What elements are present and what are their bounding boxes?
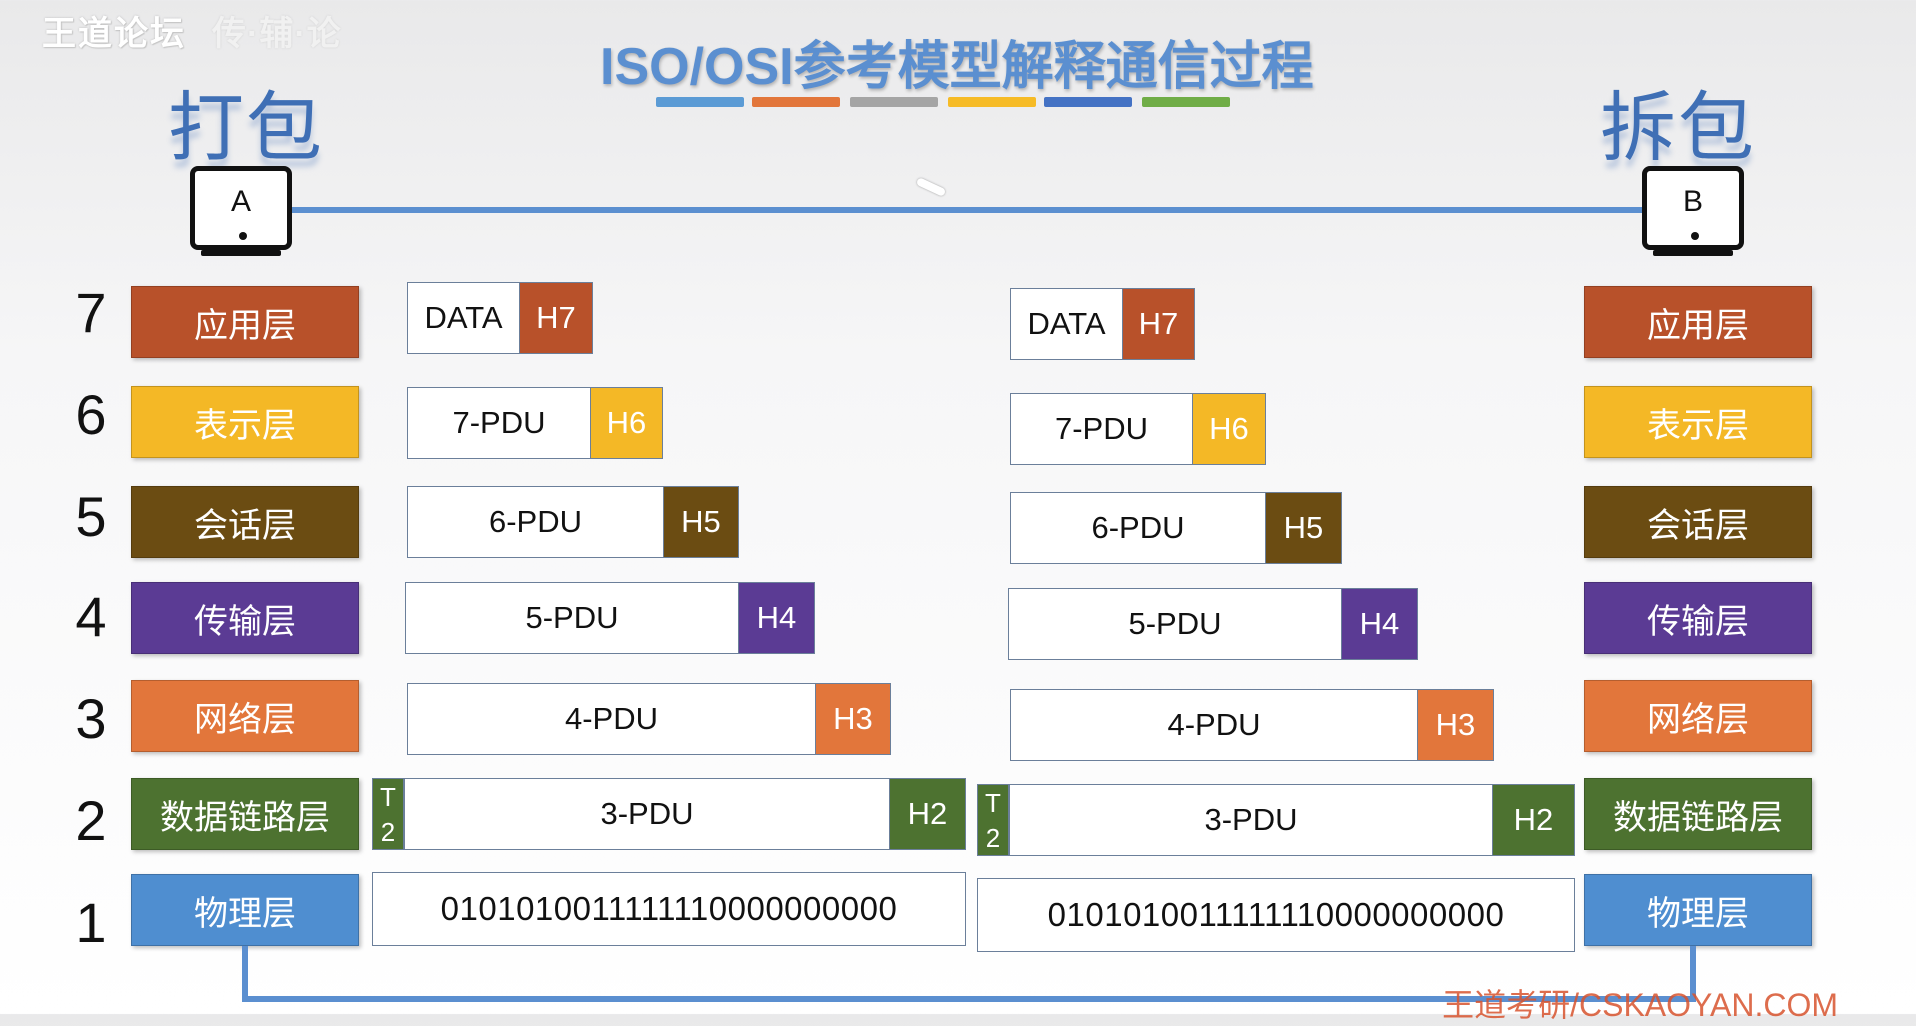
left-header-3: H3 <box>816 683 891 755</box>
title-bar-2 <box>752 97 840 107</box>
left-trailer-number: 2 <box>380 816 396 847</box>
title-bar-6 <box>1142 97 1230 107</box>
right-layer-network: 网络层 <box>1584 680 1812 752</box>
title-bar-5 <box>1044 97 1132 107</box>
right-layer-datalink: 数据链路层 <box>1584 778 1812 850</box>
left-layer-transport: 传输层 <box>131 582 359 654</box>
title-bar-1 <box>656 97 744 107</box>
host-a-stand <box>201 250 281 256</box>
left-pdu-6: 7-PDU <box>407 387 591 459</box>
watermark-logo-secondary: 传·辅·论 <box>212 15 342 53</box>
physical-link-right-drop <box>1690 946 1696 1002</box>
host-a-power-dot <box>239 232 247 240</box>
host-b-power-dot <box>1691 232 1699 240</box>
layer-number-3: 3 <box>75 687 107 750</box>
right-pdu-7: DATA <box>1010 288 1123 360</box>
pack-label: 打包 <box>168 83 324 172</box>
left-header-2: H2 <box>890 778 966 850</box>
mouse-cursor-icon <box>915 177 947 197</box>
left-header-5: H5 <box>664 486 739 558</box>
title-bar-3 <box>850 97 938 107</box>
right-pdu-5: 6-PDU <box>1010 492 1266 564</box>
right-header-6: H6 <box>1193 393 1266 465</box>
left-header-7: H7 <box>520 282 593 354</box>
right-layer-transport: 传输层 <box>1584 582 1812 654</box>
left-pdu-4: 5-PDU <box>405 582 739 654</box>
right-header-3: H3 <box>1418 689 1494 761</box>
right-layer-session: 会话层 <box>1584 486 1812 558</box>
right-trailer-letter: T <box>985 787 1001 818</box>
left-pdu-7: DATA <box>407 282 520 354</box>
host-a-computer-icon: A <box>190 166 292 250</box>
left-pdu-3: 4-PDU <box>407 683 816 755</box>
slide-title: ISO/OSI参考模型解释通信过程 <box>600 38 1314 96</box>
right-header-7: H7 <box>1123 288 1195 360</box>
left-layer-physical: 物理层 <box>131 874 359 946</box>
right-header-2: H2 <box>1493 784 1575 856</box>
left-trailer-2: T 2 <box>372 778 404 850</box>
left-layer-datalink: 数据链路层 <box>131 778 359 850</box>
layer-number-5: 5 <box>75 485 107 548</box>
physical-link-line <box>242 996 1696 1002</box>
right-header-4: H4 <box>1342 588 1418 660</box>
host-link-line <box>292 207 1642 213</box>
host-b-stand <box>1653 250 1733 256</box>
host-a-label: A <box>230 185 251 218</box>
right-layer-physical: 物理层 <box>1584 874 1812 946</box>
layer-number-6: 6 <box>75 383 107 446</box>
physical-link-left-drop <box>242 946 248 1002</box>
left-layer-presentation: 表示层 <box>131 386 359 458</box>
footer-watermark: 王道考研/CSKAOYAN.COM <box>1442 987 1838 1023</box>
layer-number-4: 4 <box>75 585 107 648</box>
left-pdu-2: 3-PDU <box>404 778 890 850</box>
left-layer-application: 应用层 <box>131 286 359 358</box>
right-bitstream: 0101010011111110000000000 <box>977 878 1575 952</box>
left-header-6: H6 <box>591 387 663 459</box>
layer-number-7: 7 <box>75 281 107 344</box>
right-pdu-3: 4-PDU <box>1010 689 1418 761</box>
right-header-5: H5 <box>1266 492 1342 564</box>
unpack-label: 拆包 <box>1600 83 1756 172</box>
left-layer-network: 网络层 <box>131 680 359 752</box>
title-bar-4 <box>948 97 1036 107</box>
right-pdu-4: 5-PDU <box>1008 588 1342 660</box>
layer-number-1: 1 <box>75 891 107 954</box>
host-b-label: B <box>1682 185 1703 218</box>
right-pdu-6: 7-PDU <box>1010 393 1193 465</box>
host-b-computer-icon: B <box>1642 166 1744 250</box>
right-pdu-2: 3-PDU <box>1009 784 1493 856</box>
right-trailer-2: T 2 <box>977 784 1009 856</box>
left-pdu-5: 6-PDU <box>407 486 664 558</box>
left-header-4: H4 <box>739 582 815 654</box>
left-trailer-letter: T <box>380 781 396 812</box>
layer-number-2: 2 <box>75 789 107 852</box>
right-layer-application: 应用层 <box>1584 286 1812 358</box>
left-bitstream: 0101010011111110000000000 <box>372 872 966 946</box>
right-trailer-number: 2 <box>985 822 1001 853</box>
watermark-logo: 王道论坛 <box>42 15 186 53</box>
right-layer-presentation: 表示层 <box>1584 386 1812 458</box>
left-layer-session: 会话层 <box>131 486 359 558</box>
